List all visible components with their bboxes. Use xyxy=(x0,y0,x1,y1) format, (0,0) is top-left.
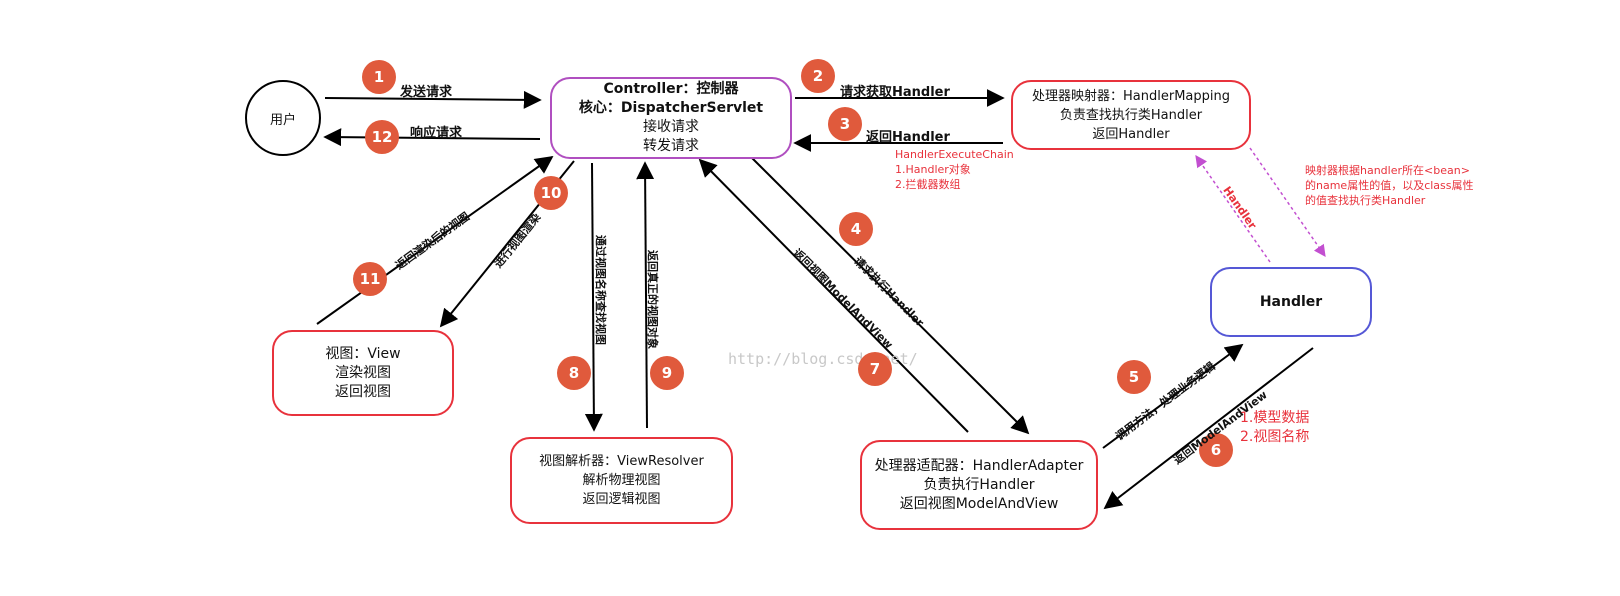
step-label-9: 返回真正的视图对象 xyxy=(646,250,659,349)
step-label-1: 发送请求 xyxy=(400,85,453,100)
step-label-8: 通过视图名称查找视图 xyxy=(594,235,607,345)
handler-box: Handler xyxy=(1210,267,1372,337)
user-node: 用户 xyxy=(245,80,321,156)
model-note-line-2: 2.视图名称 xyxy=(1240,429,1310,445)
view-line-2: 渲染视图 xyxy=(335,364,391,381)
handler-title: Handler xyxy=(1259,293,1323,310)
execute-chain-title: HandlerExecuteChain xyxy=(895,148,1014,161)
step-badge-10: 10 xyxy=(534,176,568,210)
handler-adapter-box: 处理器适配器：HandlerAdapter 负责执行Handler 返回视图Mo… xyxy=(860,440,1098,530)
view-resolver-line-3: 返回逻辑视图 xyxy=(582,492,661,507)
handler-adapter-title: 处理器适配器：HandlerAdapter xyxy=(874,457,1084,474)
mapping-note-line-2: 的name属性的值，以及class属性 xyxy=(1305,179,1474,192)
step-badge-11: 11 xyxy=(353,262,387,296)
handler-mapping-line-2: 负责查找执行类Handler xyxy=(1059,107,1203,123)
view-resolver-line-2: 解析物理视图 xyxy=(582,473,661,488)
mapping-note-line-3: 的值查找执行类Handler xyxy=(1305,194,1426,207)
user-label: 用户 xyxy=(269,112,296,128)
step-badge-9: 9 xyxy=(650,356,684,390)
arrow-8-find-view xyxy=(584,162,603,432)
handler-mapping-title: 处理器映射器：HandlerMapping xyxy=(1032,88,1230,104)
arrow-5-call-method xyxy=(1102,343,1244,449)
model-note-line-1: 1.模型数据 xyxy=(1240,410,1310,426)
arrow-11-return-rendered xyxy=(316,155,554,325)
controller-title: Controller：控制器 xyxy=(603,81,739,97)
step-badge-12: 12 xyxy=(365,120,399,154)
step-badge-6: 6 xyxy=(1199,433,1233,467)
view-box: 视图：View 渲染视图 返回视图 xyxy=(272,330,454,416)
execute-chain-note: HandlerExecuteChain 1.Handler对象 2.拦截器数组 xyxy=(895,147,1014,192)
step-badge-8: 8 xyxy=(557,356,591,390)
step-badge-3: 3 xyxy=(828,107,862,141)
step-badge-1: 1 xyxy=(362,60,396,94)
controller-line-3: 接收请求 xyxy=(643,119,699,135)
arrow-6-return-mav xyxy=(1103,347,1314,510)
view-title: 视图：View xyxy=(325,345,401,362)
arrow-1-send-request xyxy=(324,90,542,109)
step-badge-7: 7 xyxy=(858,352,892,386)
arrow-9-return-view xyxy=(636,161,655,429)
arrow-12-respond xyxy=(323,128,541,147)
model-note: 1.模型数据 2.视图名称 xyxy=(1240,409,1309,447)
mapping-note: 映射器根据handler所在<bean> 的name属性的值，以及class属性… xyxy=(1305,163,1474,208)
step-label-12: 响应请求 xyxy=(410,126,463,141)
step-badge-4: 4 xyxy=(839,212,873,246)
controller-line-4: 转发请求 xyxy=(643,138,699,154)
controller-core: 核心：DispatcherServlet xyxy=(578,100,764,116)
arrow-mapping-to-handler xyxy=(1249,147,1326,257)
step-badge-5: 5 xyxy=(1117,360,1151,394)
execute-chain-item-2: 2.拦截器数组 xyxy=(895,178,961,191)
step-label-3: 返回Handler xyxy=(866,130,950,145)
arrow-4-execute-handler xyxy=(751,157,1030,435)
view-line-3: 返回视图 xyxy=(335,383,391,400)
controller-box: Controller：控制器 核心：DispatcherServlet 接收请求… xyxy=(550,77,792,159)
handler-mapping-box: 处理器映射器：HandlerMapping 负责查找执行类Handler 返回H… xyxy=(1011,80,1251,150)
execute-chain-item-1: 1.Handler对象 xyxy=(895,163,971,176)
view-resolver-title: 视图解析器：ViewResolver xyxy=(539,454,704,469)
arrow-7-return-mav xyxy=(698,158,969,433)
handler-adapter-line-2: 负责执行Handler xyxy=(923,476,1035,493)
step-label-2: 请求获取Handler xyxy=(840,85,950,100)
step-badge-2: 2 xyxy=(801,59,835,93)
mapping-note-line-1: 映射器根据handler所在<bean> xyxy=(1305,164,1470,177)
handler-adapter-line-3: 返回视图ModelAndView xyxy=(899,495,1059,512)
view-resolver-box: 视图解析器：ViewResolver 解析物理视图 返回逻辑视图 xyxy=(510,437,733,524)
handler-mapping-line-3: 返回Handler xyxy=(1092,126,1170,142)
